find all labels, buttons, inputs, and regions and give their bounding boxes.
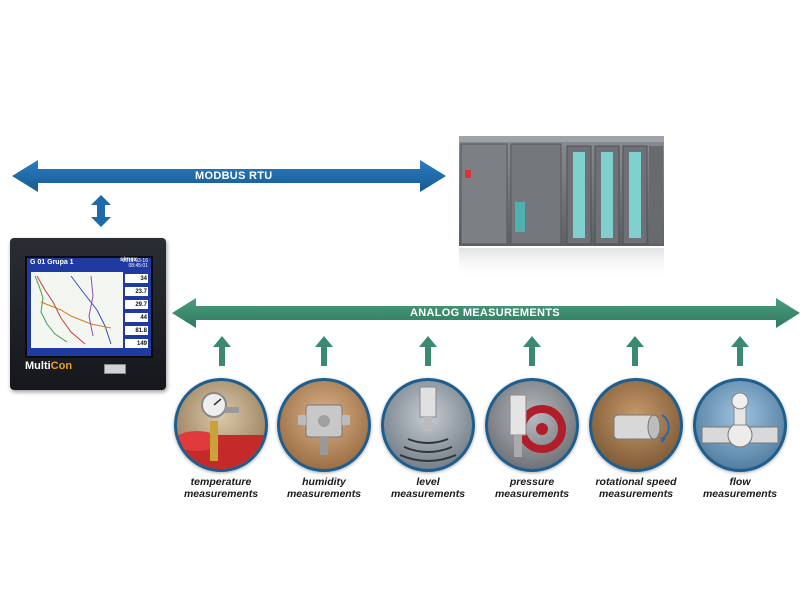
sensor-caption: level measurements <box>373 476 483 500</box>
screen-value: 23.7 <box>125 287 148 296</box>
caption-line2: measurements <box>183 488 259 500</box>
analog-bus-arrow <box>172 298 800 328</box>
rotation-sensor-icon <box>589 378 683 472</box>
simex-logo: simex <box>120 257 138 263</box>
caption-line2: measurements <box>494 488 570 500</box>
caption-line1: flow <box>729 476 751 488</box>
screen-value: 29.7 <box>125 300 148 309</box>
screen-time: 08:45:01 <box>128 263 148 269</box>
screen-value: 81.8 <box>125 326 148 335</box>
sensor-caption: flow measurements <box>685 476 795 500</box>
screen-value: 44 <box>125 313 148 322</box>
pressure-gauge-icon <box>485 378 579 472</box>
sensor-up-arrow <box>626 336 644 366</box>
caption-line1: rotational speed <box>595 476 677 488</box>
humidity-sensor-icon <box>277 378 371 472</box>
sensor-caption: temperature measurements <box>166 476 276 500</box>
usb-port <box>104 364 126 374</box>
multicon-controller: G 01 Grupa 1 2011-03-16 08:45:01 34 23.7… <box>10 238 166 390</box>
sensor-up-arrow <box>523 336 541 366</box>
screen-datetime: 2011-03-16 08:45:01 <box>123 259 148 269</box>
sensor-up-arrow <box>731 336 749 366</box>
caption-line1: temperature <box>190 476 252 488</box>
plc-rack <box>459 136 664 280</box>
screen-title: G 01 Grupa 1 <box>30 259 74 266</box>
caption-line1: level <box>416 476 440 488</box>
caption-line2: measurements <box>598 488 674 500</box>
caption-line2: measurements <box>390 488 466 500</box>
sensor-up-arrow <box>213 336 231 366</box>
controller-link-arrow <box>91 195 111 227</box>
multicon-brand: MultiCon <box>25 360 72 372</box>
trend-chart-area <box>31 272 123 348</box>
analog-label: ANALOG MEASUREMENTS <box>410 307 560 319</box>
brand-part2: Con <box>50 360 73 372</box>
level-sensor-icon <box>381 378 475 472</box>
modbus-bus-arrow <box>12 160 446 192</box>
screen-value: 34 <box>125 274 148 283</box>
sensor-caption: humidity measurements <box>269 476 379 500</box>
caption-line2: measurements <box>702 488 778 500</box>
controller-screen: G 01 Grupa 1 2011-03-16 08:45:01 34 23.7… <box>25 256 153 358</box>
caption-line1: pressure <box>509 476 555 488</box>
brand-part1: Multi <box>25 360 51 372</box>
trend-lines <box>34 275 112 345</box>
caption-line1: humidity <box>302 476 346 488</box>
modbus-label: MODBUS RTU <box>195 170 273 182</box>
sensor-caption: rotational speed measurements <box>581 476 691 500</box>
sensor-caption: pressure measurements <box>477 476 587 500</box>
sensor-up-arrow <box>419 336 437 366</box>
caption-line2: measurements <box>286 488 362 500</box>
sensor-up-arrow <box>315 336 333 366</box>
flow-meter-icon <box>693 378 787 472</box>
screen-date: 2011-03-16 <box>122 258 148 264</box>
screen-value: 149 <box>125 339 148 348</box>
thermometer-icon <box>174 378 268 472</box>
